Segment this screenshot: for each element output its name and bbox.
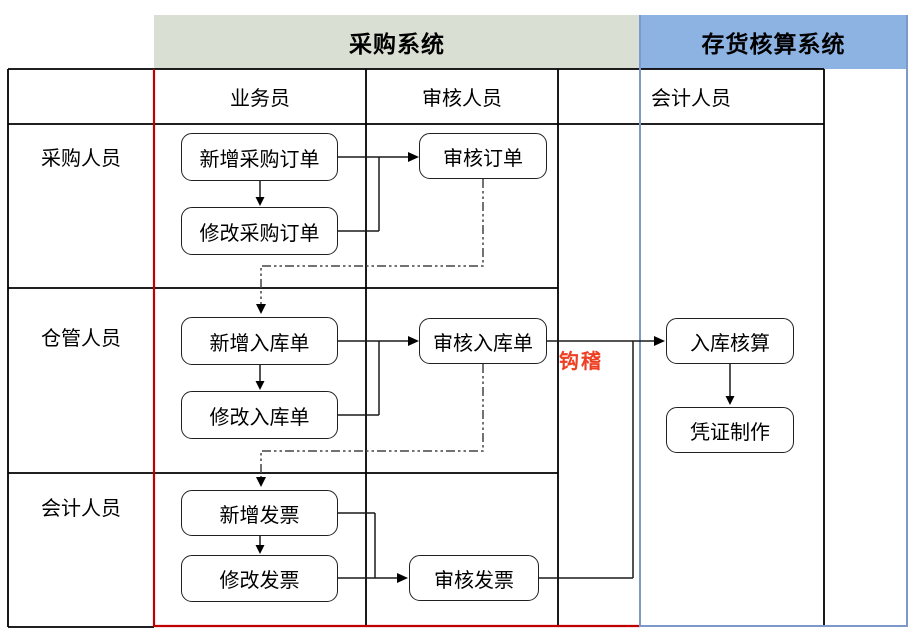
- column-header-auditor: 审核人员: [422, 88, 502, 110]
- purchasing-system-title: 采购系统: [349, 31, 445, 57]
- node-voucher-creation: 凭证制作: [666, 407, 794, 453]
- node-new-receipt: 新增入库单: [181, 317, 338, 365]
- row-label-accounting-staff: 会计人员: [41, 497, 121, 520]
- column-header-accountant: 会计人员: [651, 88, 731, 110]
- inventory-system-band: 存货核算系统: [640, 15, 907, 69]
- node-edit-purchase-order: 修改采购订单: [181, 207, 338, 255]
- inventory-boundary-lines: [639, 15, 908, 627]
- purchasing-system-band: 采购系统: [154, 15, 640, 69]
- row-label-warehouse-staff: 仓管人员: [41, 327, 121, 350]
- node-new-invoice: 新增发票: [181, 490, 338, 536]
- node-new-purchase-order: 新增采购订单: [181, 133, 338, 181]
- node-audit-order: 审核订单: [419, 133, 547, 179]
- node-edit-receipt: 修改入库单: [181, 391, 338, 439]
- column-header-salesperson: 业务员: [230, 88, 290, 110]
- node-edit-invoice: 修改发票: [181, 555, 338, 602]
- reconciliation-label: 钩稽: [559, 351, 603, 373]
- node-audit-receipt: 审核入库单: [419, 318, 547, 364]
- node-warehouse-accounting: 入库核算: [666, 318, 794, 364]
- node-audit-invoice: 审核发票: [409, 555, 539, 601]
- inventory-system-title: 存货核算系统: [701, 31, 846, 57]
- purchasing-boundary-lines: [152, 69, 640, 628]
- row-label-purchasing-staff: 采购人员: [41, 147, 121, 170]
